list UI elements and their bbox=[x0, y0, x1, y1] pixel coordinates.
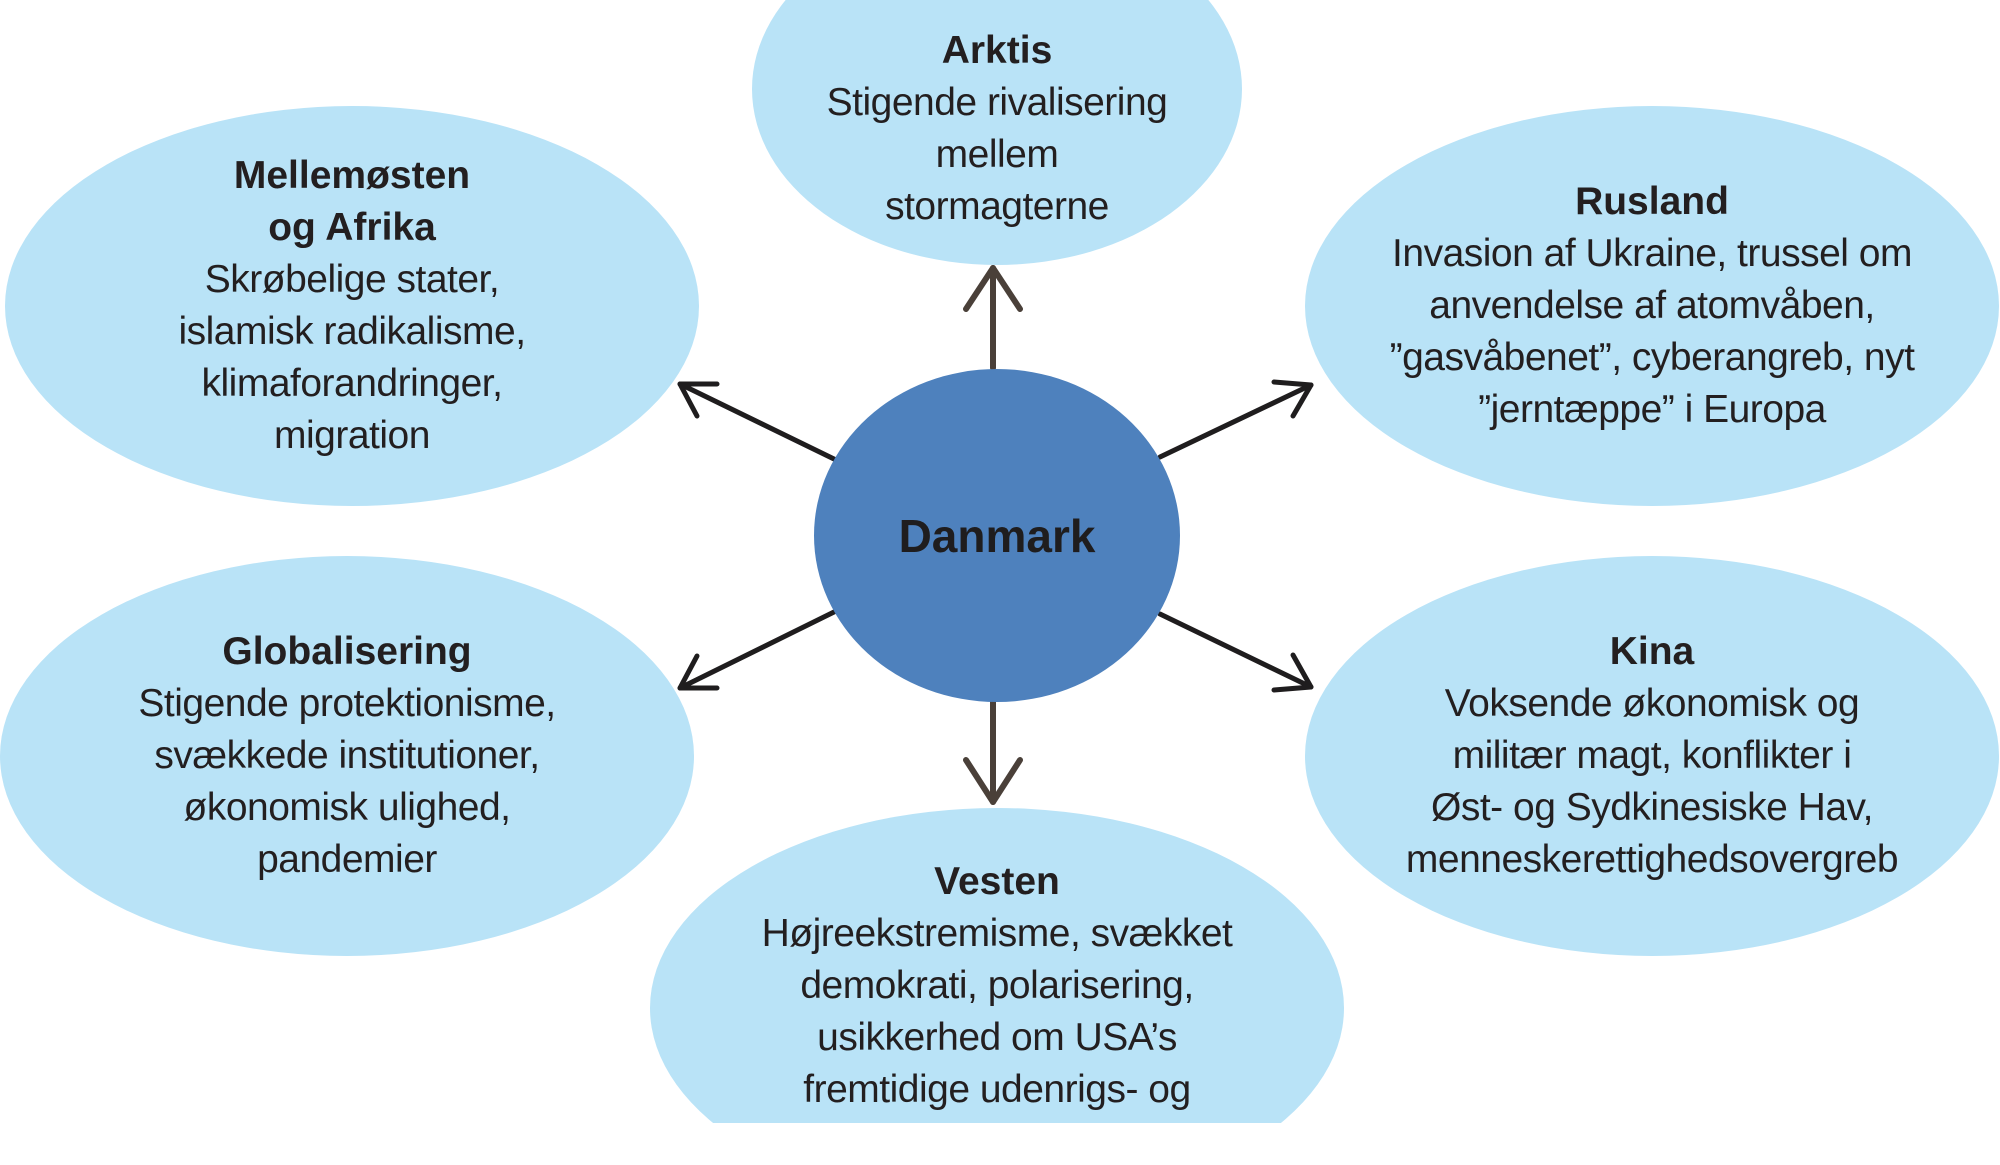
node-title: Vesten bbox=[934, 860, 1060, 903]
node-description: Invasion af Ukraine, trussel om anvendel… bbox=[1389, 232, 1915, 431]
node-description: Stigende protektionisme, svækkede instit… bbox=[138, 682, 556, 881]
center-node-danmark: Danmark bbox=[814, 369, 1180, 702]
arrow-to-rusland bbox=[1157, 379, 1314, 460]
node-title: Kina bbox=[1609, 630, 1695, 673]
node-description: Stigende rivalisering mellem stormagtern… bbox=[826, 81, 1168, 228]
node-title: Arktis bbox=[941, 29, 1053, 72]
center-title: Danmark bbox=[898, 509, 1096, 562]
arrows-layer bbox=[677, 265, 1314, 805]
node-mellemosten: Mellemøsten og Afrika Skrøbelige stater,… bbox=[5, 106, 699, 506]
node-description: Voksende økonomisk og militær magt, konf… bbox=[1405, 682, 1899, 881]
arrow-to-mellemosten bbox=[677, 381, 837, 462]
node-kina: Kina Voksende økonomisk og militær magt,… bbox=[1305, 556, 1999, 956]
node-description: Højreekstremisme, svækket demokrati, pol… bbox=[761, 912, 1233, 1123]
node-description: Skrøbelige stater, islamisk radikalisme,… bbox=[178, 258, 526, 457]
diagram-canvas: Arktis Stigende rivalisering mellem stor… bbox=[0, 0, 1999, 1123]
node-rusland: Rusland Invasion af Ukraine, trussel om … bbox=[1305, 106, 1999, 506]
arrow-to-arktis bbox=[963, 265, 1023, 371]
arrow-to-vesten bbox=[963, 699, 1023, 805]
node-title: Mellemøsten og Afrika bbox=[233, 154, 471, 249]
node-arktis: Arktis Stigende rivalisering mellem stor… bbox=[752, 0, 1242, 265]
arrow-to-globalisering bbox=[677, 609, 837, 691]
node-title: Rusland bbox=[1575, 180, 1729, 223]
node-globalisering: Globalisering Stigende protektionisme, s… bbox=[0, 556, 694, 956]
node-title: Globalisering bbox=[222, 630, 472, 673]
node-vesten: Vesten Højreekstremisme, svækket demokra… bbox=[650, 808, 1344, 1123]
arrow-to-kina bbox=[1157, 611, 1314, 693]
